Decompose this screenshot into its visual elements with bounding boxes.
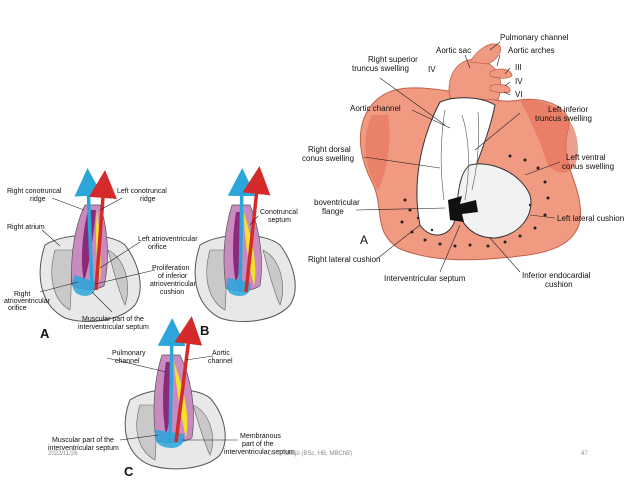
label-aortic-sac: Aortic sac [436,46,471,55]
label-interventricular-septum: Interventricular septum [384,274,466,283]
panel-label-c: C [124,464,134,478]
heart-diagram-a [39,168,141,323]
leader-lines-right [355,41,561,273]
label-arch-iv-left: IV [428,65,436,74]
label-arch-vi: VI [515,90,523,99]
label-left-lateral-cushion: Left lateral cushion [557,214,624,223]
label-pulmonary-channel-r: Pulmonary channel [500,33,569,42]
label-aortic-channel-r: Aortic channel [350,104,401,113]
label-right-lateral-cushion: Right lateral cushion [308,255,380,264]
footer-date: 2022/11/26 [48,451,78,457]
footer-page-number: 47 [581,451,588,457]
footer-author: Dr. A. Shapi (BSc, HB, MBChB) [268,451,353,457]
label-arch-iv: IV [515,77,523,86]
label-right-atrium: Right atrium [7,224,45,231]
heart-diagram-b [194,166,296,323]
leader-lines-left [39,197,259,441]
panel-label-b: B [200,323,209,338]
label-arch-iii: III [515,63,522,72]
heart-cross-section [359,43,582,261]
heart-diagram-c [124,316,226,470]
panel-label-a: A [40,326,50,341]
panel-label-right-a: A [360,233,368,247]
label-aortic-arches: Aortic arches [508,46,555,55]
